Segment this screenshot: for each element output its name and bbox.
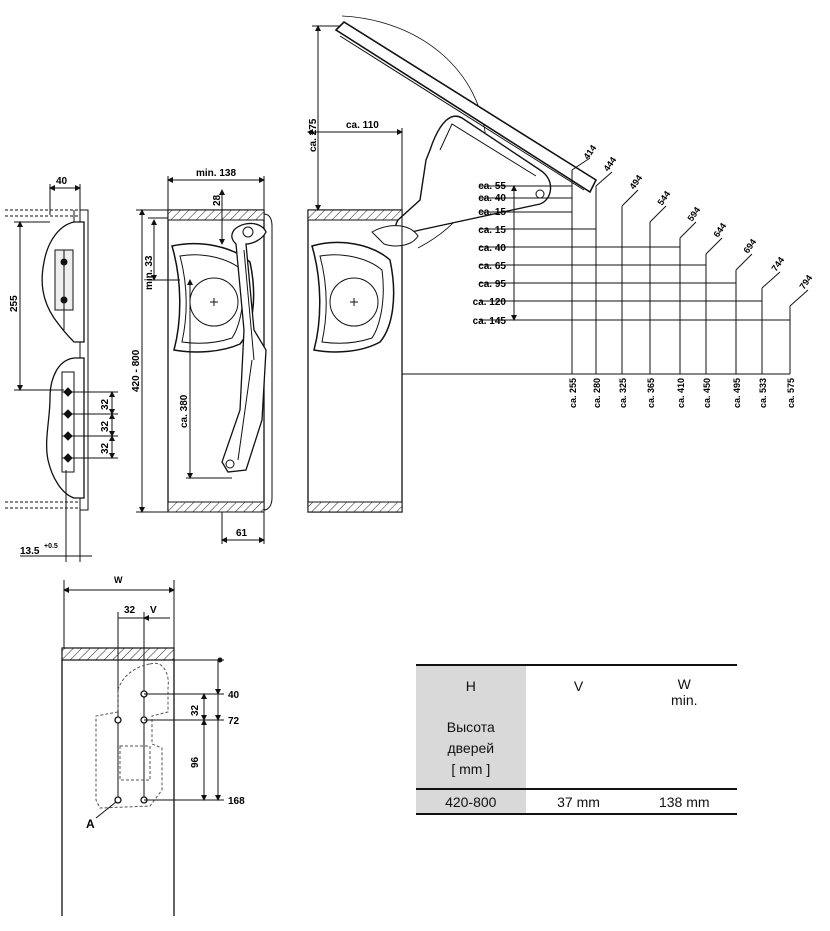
left-label-95: ca. 95 xyxy=(478,279,506,290)
bottom-label-255: ca. 255 xyxy=(568,378,578,408)
header-h: H Высота дверей [ mm ] xyxy=(416,665,526,789)
cell-v: 37 mm xyxy=(557,794,600,810)
front-view xyxy=(136,176,273,544)
drill-dim-v: V xyxy=(150,605,157,616)
left-label-120: ca. 120 xyxy=(473,297,507,308)
bottom-label-575: ca. 575 xyxy=(786,378,796,408)
drill-dim-w: W xyxy=(114,575,123,585)
left-label-55: ca. 55 xyxy=(478,181,506,192)
left-label-15a: ca. 15 xyxy=(478,207,506,218)
bottom-label-533: ca. 533 xyxy=(758,378,768,408)
side-dim-32-c: 32 xyxy=(100,442,111,454)
header-w-sub-1: min. xyxy=(671,692,698,708)
open-dim-ca-275: ca. 275 xyxy=(308,118,319,152)
side-view xyxy=(5,184,118,562)
header-h-sub-2: дверей xyxy=(447,740,495,756)
diag-label-414: 414 xyxy=(581,143,598,161)
front-dim-28: 28 xyxy=(212,194,223,206)
front-dim-420-800: 420 - 800 xyxy=(131,349,142,392)
side-dim-tolerance: +0.5 xyxy=(44,543,58,550)
side-dim-32-b: 32 xyxy=(100,420,111,432)
bottom-label-495: ca. 495 xyxy=(732,378,742,408)
drill-dim-72: 72 xyxy=(228,716,240,727)
diag-label-694: 694 xyxy=(741,237,758,255)
drill-label-a: A xyxy=(86,817,95,831)
diag-label-544: 544 xyxy=(655,189,672,207)
front-dim-ca-380: ca. 380 xyxy=(179,394,190,428)
open-bottom-labels: ca. 255 ca. 280 ca. 325 ca. 365 ca. 410 … xyxy=(568,378,796,408)
side-dim-13-5: 13.5 xyxy=(20,546,40,557)
diag-label-444: 444 xyxy=(601,155,618,173)
bottom-label-450: ca. 450 xyxy=(702,378,712,408)
bottom-label-280: ca. 280 xyxy=(592,378,602,408)
bottom-label-365: ca. 365 xyxy=(646,378,656,408)
left-label-15b: ca. 15 xyxy=(478,225,506,236)
bottom-label-325: ca. 325 xyxy=(618,378,628,408)
diag-label-794: 794 xyxy=(797,273,814,291)
header-v: V xyxy=(526,665,632,789)
left-label-65: ca. 65 xyxy=(478,261,506,272)
table-header-row: H Высота дверей [ mm ] V W min. xyxy=(416,665,737,789)
open-dim-ca-110: ca. 110 xyxy=(346,120,379,131)
side-dim-255: 255 xyxy=(9,295,20,312)
cell-w: 138 mm xyxy=(658,794,710,810)
left-label-145: ca. 145 xyxy=(473,316,507,327)
left-label-40b: ca. 40 xyxy=(478,243,506,254)
diag-label-594: 594 xyxy=(685,205,702,223)
header-h-sub-3: [ mm ] xyxy=(451,761,491,777)
front-dim-min-33: min. 33 xyxy=(144,255,155,290)
front-dim-61: 61 xyxy=(236,528,248,539)
bottom-label-410: ca. 410 xyxy=(676,378,686,408)
spec-table: H Высота дверей [ mm ] V W min. 420-800 … xyxy=(416,664,737,815)
drill-dim-168: 168 xyxy=(228,796,245,807)
drill-dim-96: 96 xyxy=(190,756,201,768)
open-view xyxy=(307,15,809,513)
header-v-title: V xyxy=(573,678,584,694)
side-dim-32-a: 32 xyxy=(100,398,111,410)
open-diag-labels: 414 444 494 544 594 644 694 744 794 xyxy=(581,143,814,291)
open-left-labels: ca. 55 ca. 40 ca. 15 ca. 15 ca. 40 ca. 6… xyxy=(473,181,507,327)
side-dim-40: 40 xyxy=(56,176,68,187)
left-label-40a: ca. 40 xyxy=(478,193,506,204)
front-dim-min-138: min. 138 xyxy=(196,168,236,179)
header-w: W min. xyxy=(632,665,737,789)
drill-dim-32-v: 32 xyxy=(190,704,201,716)
header-w-title: W xyxy=(677,676,691,692)
cell-h: 420-800 xyxy=(416,789,526,814)
table-row: 420-800 37 mm 138 mm xyxy=(416,789,737,814)
drilling-view xyxy=(61,580,224,916)
diag-label-494: 494 xyxy=(627,173,644,191)
drill-dim-40: 40 xyxy=(228,690,240,701)
diag-label-644: 644 xyxy=(711,221,728,239)
drill-dim-32: 32 xyxy=(124,605,136,616)
header-h-title: H xyxy=(465,678,476,694)
header-h-sub-1: Высота xyxy=(446,719,495,735)
diag-label-744: 744 xyxy=(769,255,786,273)
